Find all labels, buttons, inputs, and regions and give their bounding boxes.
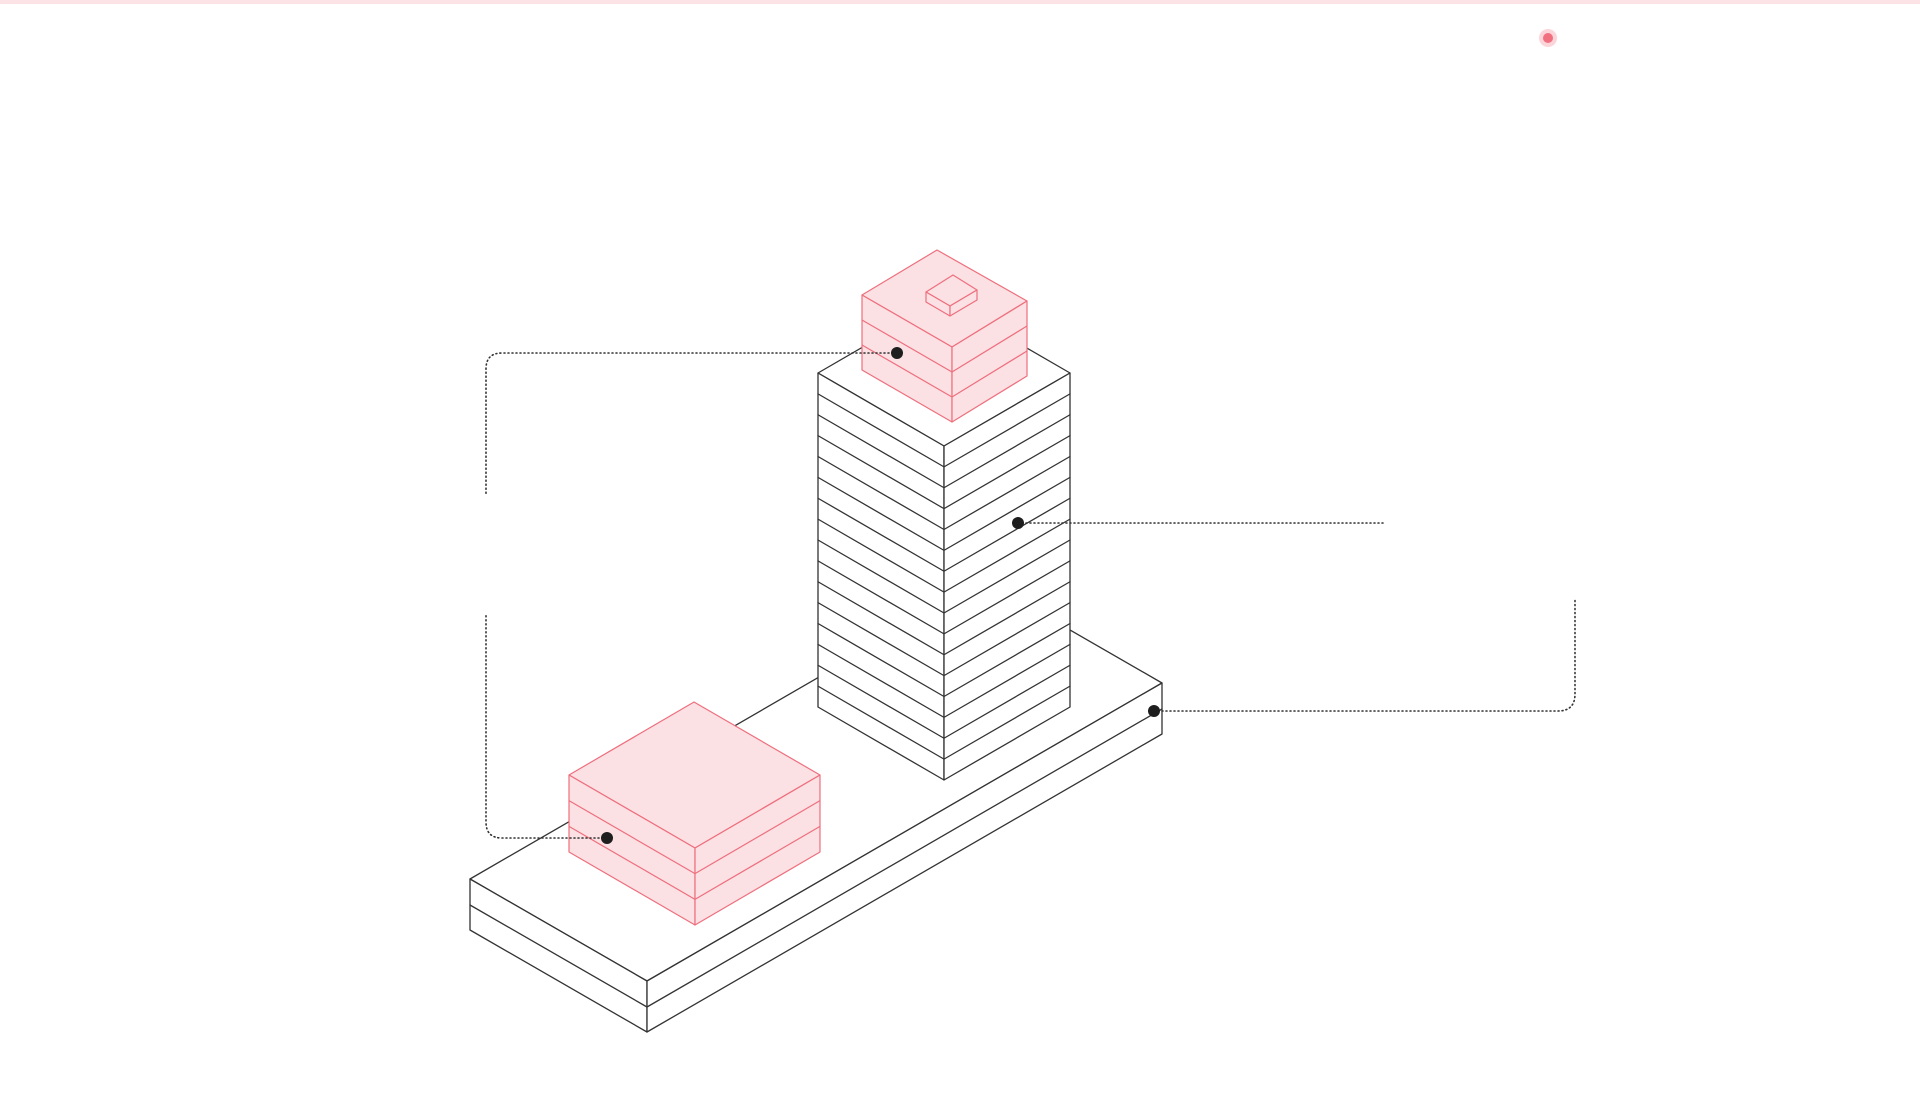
tower-floor-line-10 <box>817 581 1071 656</box>
tower-floor-line-14 <box>817 664 1071 739</box>
marker-low-block[interactable] <box>601 832 613 844</box>
low-block-floor-line-1 <box>568 800 821 875</box>
tower-floor-line-5 <box>817 476 1071 552</box>
tower-floor-line-6 <box>817 497 1071 572</box>
tower-floor-line-4 <box>817 455 1071 531</box>
callout-leaders <box>485 352 1576 839</box>
callout-markers <box>601 347 1160 844</box>
crown-floor-line-1 <box>861 319 1028 373</box>
crown-floor-line-2 <box>861 344 1028 398</box>
marker-crown[interactable] <box>891 347 903 359</box>
tower-floor-line-7 <box>817 518 1071 593</box>
tower-crown <box>861 249 1028 423</box>
tower-floor-line-15 <box>817 685 1071 760</box>
tower-floor-line-12 <box>817 622 1071 698</box>
tower-floor-line-1 <box>817 393 1071 468</box>
marker-podium[interactable] <box>1148 705 1160 717</box>
low-block <box>568 701 821 926</box>
top-accent-bar <box>0 0 1920 4</box>
leader-low-block <box>485 612 608 839</box>
tower-floor-line-3 <box>817 434 1071 510</box>
tower-floor-line-11 <box>817 601 1071 677</box>
low-block-floor-line-2 <box>568 825 821 900</box>
marker-tower[interactable] <box>1012 517 1024 529</box>
leader-podium <box>1153 597 1576 712</box>
tower-floor-line-13 <box>817 643 1071 719</box>
tower-floor-line-8 <box>817 539 1071 614</box>
tower-floor-line-9 <box>817 560 1071 635</box>
tower-floor-line-2 <box>817 414 1071 489</box>
status-indicator <box>1539 29 1557 47</box>
leader-crown <box>485 352 898 496</box>
rooftop-unit <box>925 274 978 317</box>
